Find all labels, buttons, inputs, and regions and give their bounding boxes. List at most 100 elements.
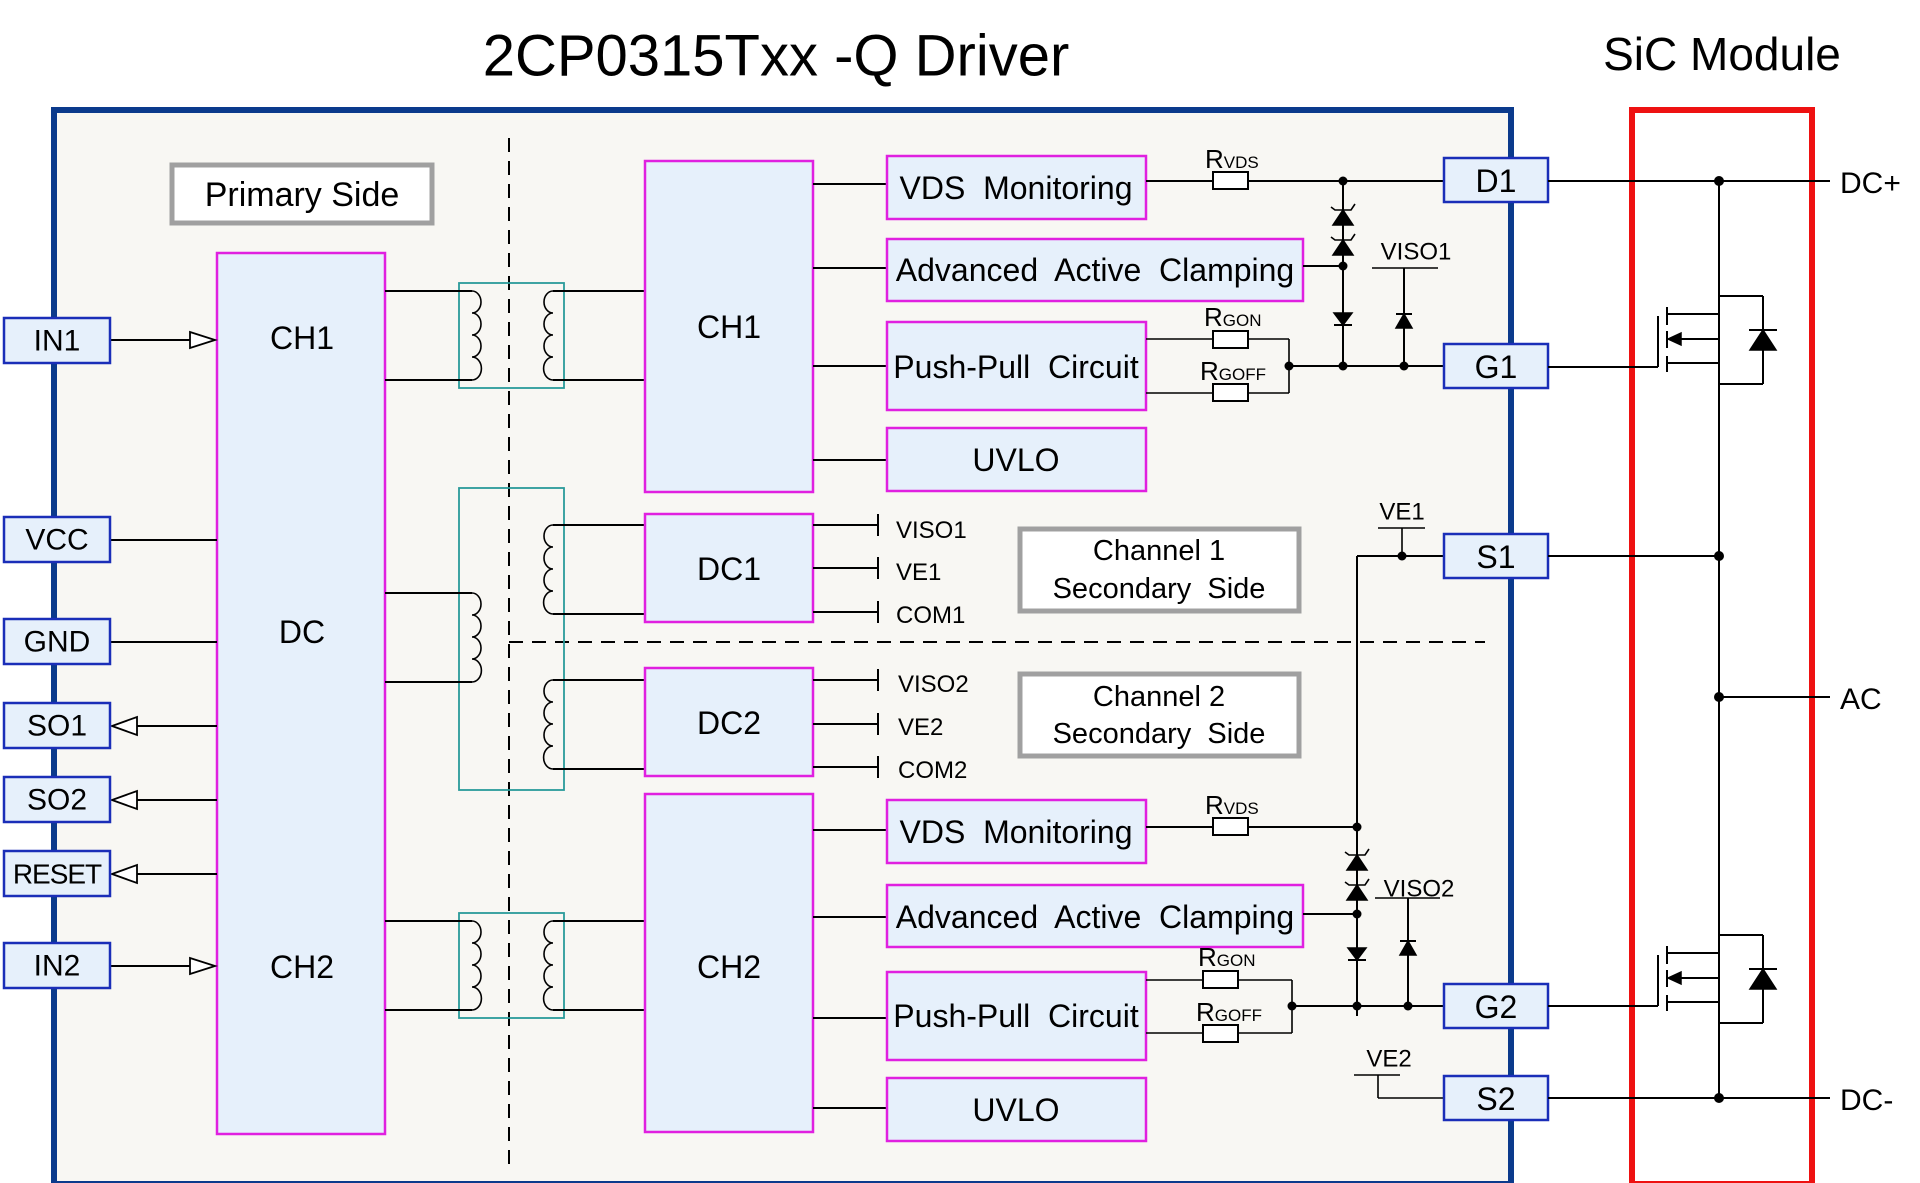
ch2-secondary-label: CH2	[697, 949, 761, 985]
pin-so2-label: SO2	[27, 784, 87, 817]
ch1-rgoff-resistor	[1212, 383, 1249, 402]
pin-gnd-label: GND	[24, 626, 91, 659]
pin-in2-label: IN2	[34, 950, 81, 983]
pin-g2[interactable]: G2	[1442, 982, 1550, 1030]
pin-so1[interactable]: SO1	[2, 701, 112, 750]
pin-g2-label: G2	[1475, 989, 1518, 1025]
terminal-dc-plus: DC+	[1840, 167, 1901, 200]
ch1-rvds-label: RVDS	[1205, 144, 1259, 174]
ch1-push-pull[interactable]: Push-Pull Circuit	[885, 320, 1148, 412]
pin-g1-label: G1	[1475, 349, 1518, 385]
upper-mosfet-icon	[1657, 295, 1778, 385]
transformer-ch2	[385, 912, 645, 1019]
dc2-com2-label: COM2	[898, 757, 967, 784]
primary-controller-block[interactable]	[215, 251, 387, 1136]
ve1-label: VE1	[1379, 499, 1424, 526]
ch1-secondary-block[interactable]	[643, 159, 815, 494]
ch2-uvlo[interactable]: UVLO	[885, 1076, 1148, 1143]
ch2-push-pull-label: Push-Pull Circuit	[893, 998, 1139, 1034]
pin-vcc[interactable]: VCC	[2, 515, 112, 564]
pin-d1-label: D1	[1476, 163, 1517, 199]
transformer-ch1	[385, 282, 645, 389]
channel1-label-line2: Secondary Side	[1053, 573, 1266, 605]
pin-vcc-label: VCC	[25, 524, 88, 557]
module-title: SiC Module	[1603, 28, 1841, 80]
ch2-rvds-label: RVDS	[1205, 790, 1259, 820]
pin-reset[interactable]: RESET	[2, 849, 112, 898]
primary-side-label-box	[169, 162, 435, 226]
dc1-com1-label: COM1	[896, 602, 965, 629]
channel1-label-line1: Channel 1	[1093, 535, 1225, 567]
pin-s2[interactable]: S2	[1442, 1074, 1550, 1122]
pin-in2[interactable]: IN2	[2, 941, 112, 990]
dc1-output-stubs	[813, 514, 879, 623]
dc1-block[interactable]	[643, 512, 815, 624]
dc2-ve2-label: VE2	[898, 714, 943, 741]
ch2-rvds-resistor	[1212, 817, 1249, 836]
ch1-active-clamping[interactable]: Advanced Active Clamping	[885, 237, 1305, 303]
ch2-push-pull[interactable]: Push-Pull Circuit	[885, 970, 1148, 1062]
pin-s1[interactable]: S1	[1442, 532, 1550, 580]
ch1-rgon-label: RGON	[1204, 302, 1262, 332]
driver-title: 2CP0315Txx -Q Driver	[483, 24, 1070, 89]
ch1-rgon-resistor	[1212, 330, 1249, 349]
channel2-label-line2: Secondary Side	[1053, 718, 1266, 750]
ch1-active-clamping-label: Advanced Active Clamping	[896, 252, 1294, 288]
pin-g1[interactable]: G1	[1442, 342, 1550, 390]
dc2-label: DC2	[697, 705, 761, 741]
module-wiring	[1548, 176, 1830, 1103]
pin-gnd[interactable]: GND	[2, 617, 112, 666]
ch2-vds-monitoring-label: VDS Monitoring	[900, 814, 1133, 850]
ch1-function-wires	[813, 183, 887, 461]
ch1-viso-label: VISO1	[1381, 239, 1452, 266]
ch2-rgoff-label: RGOFF	[1196, 997, 1262, 1027]
primary-ch1-label: CH1	[270, 320, 334, 356]
primary-side-label: Primary Side	[205, 176, 400, 214]
ch2-rgon-resistor	[1202, 970, 1239, 989]
ch1-vds-monitoring[interactable]: VDS Monitoring	[885, 154, 1148, 221]
ch1-gate-network	[1146, 171, 1444, 402]
ch1-push-pull-label: Push-Pull Circuit	[893, 349, 1139, 385]
dc1-ve1-label: VE1	[896, 559, 941, 586]
ch1-rgoff-label: RGOFF	[1200, 356, 1266, 386]
pin-so2[interactable]: SO2	[2, 775, 112, 824]
ch2-gate-network	[1146, 527, 1444, 1099]
ch2-active-clamping-label: Advanced Active Clamping	[896, 899, 1294, 935]
dc2-output-stubs	[813, 669, 879, 778]
ch1-vds-monitoring-label: VDS Monitoring	[900, 170, 1133, 206]
ch2-function-wires	[813, 829, 887, 1109]
module-enclosure	[1629, 107, 1815, 1183]
ch1-rvds-resistor	[1212, 171, 1249, 190]
ve2-label: VE2	[1366, 1046, 1411, 1073]
terminal-dc-minus: DC-	[1840, 1084, 1893, 1117]
ch2-secondary-block[interactable]	[643, 792, 815, 1134]
ch2-viso-label: VISO2	[1384, 876, 1455, 903]
ch2-rgoff-resistor	[1202, 1024, 1239, 1043]
ch1-secondary-label: CH1	[697, 309, 761, 345]
channel2-label-line1: Channel 2	[1093, 681, 1225, 713]
dc1-label: DC1	[697, 551, 761, 587]
primary-dc-label: DC	[279, 614, 325, 650]
pin-in1[interactable]: IN1	[2, 316, 112, 365]
primary-ch2-label: CH2	[270, 949, 334, 985]
dc2-block[interactable]	[643, 666, 815, 778]
ch1-uvlo-label: UVLO	[972, 442, 1059, 478]
terminal-ac: AC	[1840, 683, 1882, 716]
ch2-active-clamping[interactable]: Advanced Active Clamping	[885, 883, 1305, 949]
ch2-uvlo-label: UVLO	[972, 1092, 1059, 1128]
primary-pin-wires	[109, 330, 218, 976]
pin-reset-label: RESET	[13, 859, 102, 890]
ch1-uvlo[interactable]: UVLO	[885, 426, 1148, 493]
channel1-secondary-label-box	[1017, 526, 1302, 614]
lower-mosfet-icon	[1657, 934, 1778, 1024]
pin-d1[interactable]: D1	[1442, 156, 1550, 204]
transformer-dc	[385, 487, 645, 791]
pin-so1-label: SO1	[27, 710, 87, 743]
dc2-viso2-label: VISO2	[898, 671, 969, 698]
ch2-rgon-label: RGON	[1198, 942, 1256, 972]
pin-s2-label: S2	[1476, 1081, 1515, 1117]
ch2-vds-monitoring[interactable]: VDS Monitoring	[885, 798, 1148, 865]
dc1-viso1-label: VISO1	[896, 517, 967, 544]
pin-s1-label: S1	[1476, 539, 1515, 575]
